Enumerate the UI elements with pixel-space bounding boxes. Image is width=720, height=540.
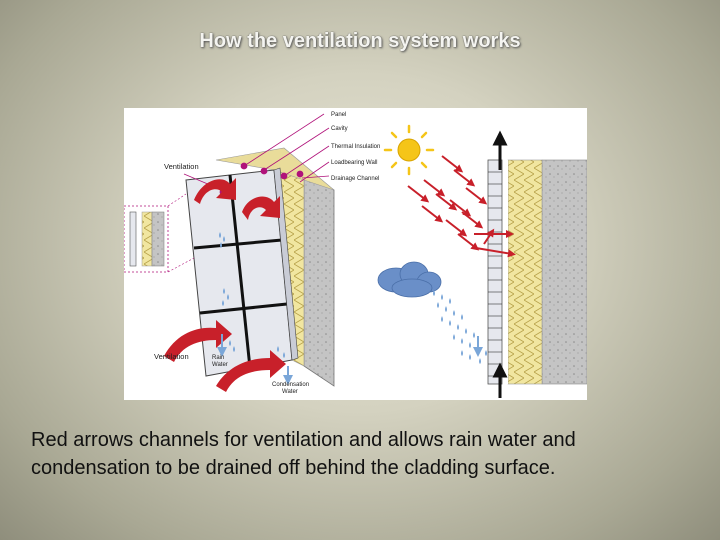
- rain-drops-icon: [433, 290, 487, 364]
- sun-icon: [383, 124, 435, 176]
- ventilation-diagram: Panel Cavity Thermal Insulation Loadbear…: [124, 108, 587, 400]
- callout-labels: Panel Cavity Thermal Insulation Loadbear…: [331, 112, 380, 182]
- wall-section: [487, 130, 587, 398]
- callout-panel: Panel: [331, 112, 346, 118]
- label-rain-water: Water: [212, 362, 228, 368]
- rain-drops-icon: [219, 232, 285, 358]
- label-condensation: Condensation: [272, 382, 309, 388]
- detail-inset: [124, 193, 195, 273]
- slide-caption: Red arrows channels for ventilation and …: [31, 429, 576, 479]
- cloud-icon: [377, 261, 442, 298]
- facade-3d-block: [185, 147, 335, 387]
- slide-title: How the ventilation system works: [199, 30, 521, 52]
- callout-loadbearing-wall: Loadbearing Wall: [331, 160, 377, 166]
- solar-ray-arrows: [407, 155, 488, 251]
- label-ventilation-bottom: Ventilation: [154, 352, 189, 361]
- label-ventilation-top: Ventilation: [164, 162, 199, 171]
- callout-thermal-insulation: Thermal Insulation: [331, 144, 380, 150]
- callout-leaders: [219, 113, 330, 196]
- callout-cavity: Cavity: [331, 126, 348, 132]
- label-rain: Rain: [212, 355, 224, 361]
- callout-drainage-channel: Drainage Channel: [331, 176, 379, 182]
- label-condensation-water: Water: [282, 389, 298, 395]
- ventilation-arrow-icon: [164, 178, 286, 392]
- ventilation-arrow-icon: [474, 228, 516, 258]
